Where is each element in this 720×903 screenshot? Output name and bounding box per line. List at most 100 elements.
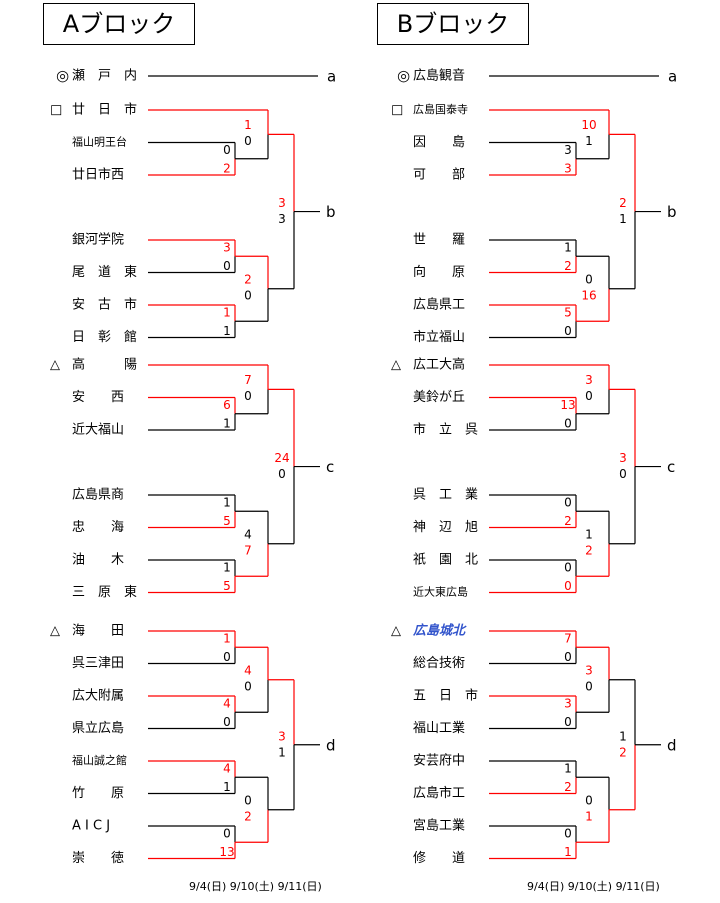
team-name: 竹 原 [72,786,124,801]
score: 2 [564,780,572,794]
score: 0 [564,417,572,431]
score: 1 [619,212,627,226]
seed-mark: ◎ [397,67,410,85]
team-name: 福山明王台 [72,135,127,149]
score: 0 [564,827,572,841]
team-name: 安 古 市 [72,297,137,313]
score: 0 [585,793,593,807]
score: 24 [274,451,289,465]
team-name: 県立広島 [72,721,124,736]
score: 3 [564,697,572,711]
team-name: 宮島工業 [413,818,465,834]
score: 1 [223,780,231,794]
block-a-title: Aブロック [43,3,195,45]
team-name: 近大福山 [72,423,124,438]
team-name: 広島県商 [72,488,124,503]
score: 0 [564,561,572,575]
score: 4 [244,663,252,677]
team-name: 三 原 東 [72,584,137,600]
score: 0 [564,579,572,593]
score: 7 [244,373,252,387]
team-name: 油 木 [72,553,124,568]
score: 1 [244,118,252,132]
team-name: 高 陽 [72,357,137,373]
score: 1 [223,324,231,338]
score: 4 [223,762,231,776]
score: 0 [223,715,231,729]
team-name: A I C J [72,819,110,834]
team-name: 尾 道 東 [72,264,137,280]
slot-label: b [667,203,677,221]
team-name: 崇 徳 [72,851,124,866]
score: 5 [223,514,231,528]
seed-mark: ◎ [56,67,69,85]
score: 13 [219,845,234,859]
team-name: 広島県工 [413,298,465,313]
score: 0 [223,827,231,841]
score: 0 [244,288,252,302]
team-name: 市 立 呉 [413,422,478,438]
team-name: 安 西 [72,390,124,405]
score: 1 [223,417,231,431]
score: 7 [564,632,572,646]
score: 3 [564,143,572,157]
team-name: 呉三津田 [72,656,124,671]
bye-mark: △ [391,624,401,639]
score: 2 [619,745,627,759]
score: 5 [564,306,572,320]
team-name: 祇 園 北 [413,553,478,568]
score: 1 [564,845,572,859]
team-name: 海 田 [72,624,124,639]
score: 0 [585,679,593,693]
seed-name: 広島観音 [413,68,465,84]
team-name: 広大附属 [72,689,124,704]
score: 13 [560,398,575,412]
score: 3 [585,663,593,677]
bye-mark: △ [50,358,60,373]
team-name: 呉 工 業 [413,487,478,503]
score: 0 [278,467,286,481]
score: 6 [223,398,231,412]
bye-mark: □ [50,103,62,118]
score: 2 [244,272,252,286]
score: 0 [585,389,593,403]
slot-label: c [667,458,675,476]
slot-label: b [326,203,336,221]
score: 0 [244,793,252,807]
team-name: 広島国泰寺 [413,102,468,116]
bye-mark: △ [391,358,401,373]
team-name: 広島城北 [412,623,467,639]
score: 3 [564,162,572,176]
score: 1 [223,306,231,320]
slot-label: c [326,458,334,476]
team-name: 忠 海 [72,520,124,535]
team-name: 近大東広島 [413,585,468,599]
team-name: 神 辺 旭 [413,520,478,535]
score: 7 [244,543,252,557]
score: 0 [564,715,572,729]
score: 2 [564,514,572,528]
score: 3 [278,212,286,226]
team-name: 因 島 [413,135,465,150]
slot-label-a: a [668,68,677,86]
seed-name: 瀬 戸 内 [72,68,137,84]
score: 0 [619,467,627,481]
score: 5 [223,579,231,593]
score: 3 [223,241,231,255]
team-name: 銀河学院 [72,232,124,248]
score: 3 [585,373,593,387]
score: 3 [278,196,286,210]
team-name: 可 部 [413,168,465,183]
bye-mark: △ [50,624,60,639]
score: 2 [585,543,593,557]
dates-b: 9/4(日) 9/10(土) 9/11(日) [527,880,660,893]
score: 1 [278,745,286,759]
score: 4 [223,697,231,711]
score: 0 [244,389,252,403]
score: 2 [619,196,627,210]
score: 3 [278,729,286,743]
score: 1 [564,762,572,776]
slot-label: d [326,736,336,754]
block-b-title: Bブロック [377,3,529,45]
score: 0 [223,650,231,664]
